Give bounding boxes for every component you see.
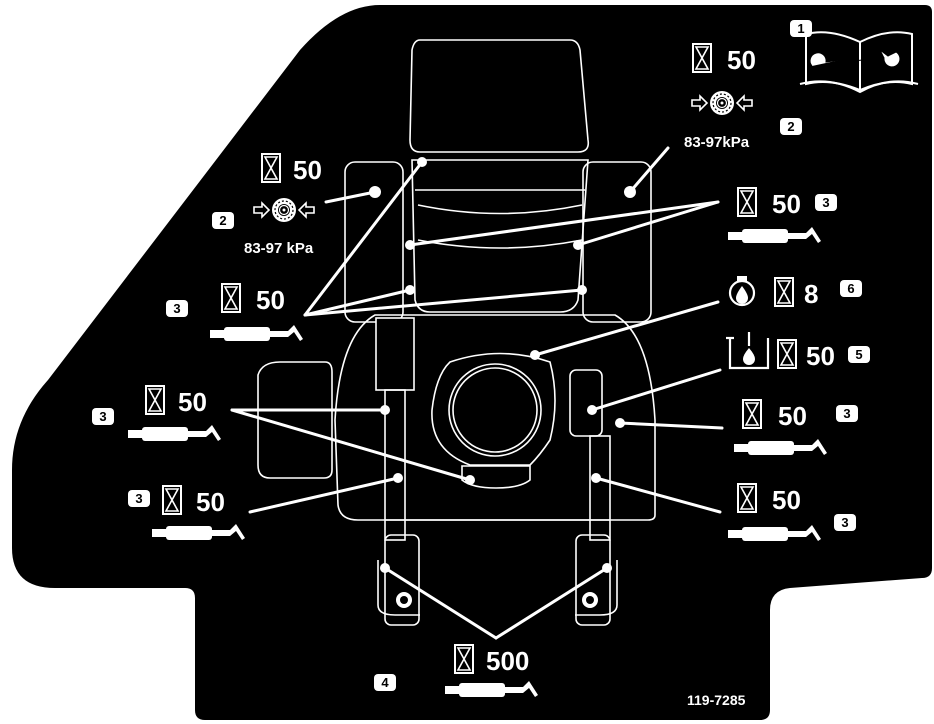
hydraulic-reservoir-icon — [726, 332, 770, 370]
interval-left-upper: 50 — [256, 285, 285, 315]
callout-tire-right: 2 — [780, 118, 802, 135]
interval-right-lower: 50 — [778, 401, 807, 431]
deck-body — [334, 314, 656, 521]
callout-grease-right-lower: 3 — [836, 405, 858, 422]
fuel-tank — [375, 317, 415, 391]
leader-lines — [230, 146, 724, 640]
interval-left-lower: 50 — [196, 487, 225, 517]
right-caster — [575, 534, 611, 626]
left-caster-arm — [377, 560, 420, 616]
engine-cover-inner — [452, 367, 538, 453]
left-fender — [344, 161, 404, 323]
right-caster-arm — [575, 560, 618, 616]
interval-left-mid: 50 — [178, 387, 207, 417]
callout-grease-right-upper: 3 — [815, 194, 837, 211]
interval-bottom: 500 — [486, 646, 530, 676]
callout-grease-right-bottom: 3 — [834, 514, 856, 531]
callout-grease-bottom: 4 — [374, 674, 396, 691]
tire-pressure-left: 83-97 kPa — [244, 240, 314, 257]
interval-right-upper: 50 — [772, 189, 801, 219]
callout-grease-left-lower: 3 — [128, 490, 150, 507]
interval-top-right: 50 — [727, 45, 756, 75]
hydraulic-tank — [569, 369, 603, 437]
left-rear-wheel — [257, 361, 333, 479]
interval-left-tire: 50 — [293, 155, 322, 185]
left-caster — [384, 534, 420, 626]
seat-line-2 — [417, 204, 583, 215]
right-frame-rail — [589, 435, 611, 541]
left-frame-rail — [384, 389, 406, 541]
tire-pressure-right: 83-97kPa — [684, 134, 750, 151]
callout-tire-left: 2 — [212, 212, 234, 229]
manual-wrench-icon — [799, 31, 919, 94]
mower-outline — [257, 39, 656, 626]
callout-engine-oil: 6 — [840, 280, 862, 297]
seat-line-3 — [417, 239, 583, 249]
seat-back — [409, 39, 590, 153]
callout-grease-left-upper: 3 — [166, 300, 188, 317]
interval-right-bottom: 50 — [772, 485, 801, 515]
decal-background — [12, 5, 932, 720]
engine-cover — [448, 363, 542, 457]
callout-grease-left-mid: 3 — [92, 408, 114, 425]
callout-hydraulic: 5 — [848, 346, 870, 363]
engine-housing — [431, 352, 556, 466]
callout-manual: 1 — [790, 20, 812, 37]
interval-right-mid: 8 — [804, 279, 819, 309]
interval-right-hydraulic: 50 — [806, 341, 835, 371]
oil-drop-icon — [728, 276, 756, 307]
decal-part-number: 119-7285 — [687, 692, 746, 708]
